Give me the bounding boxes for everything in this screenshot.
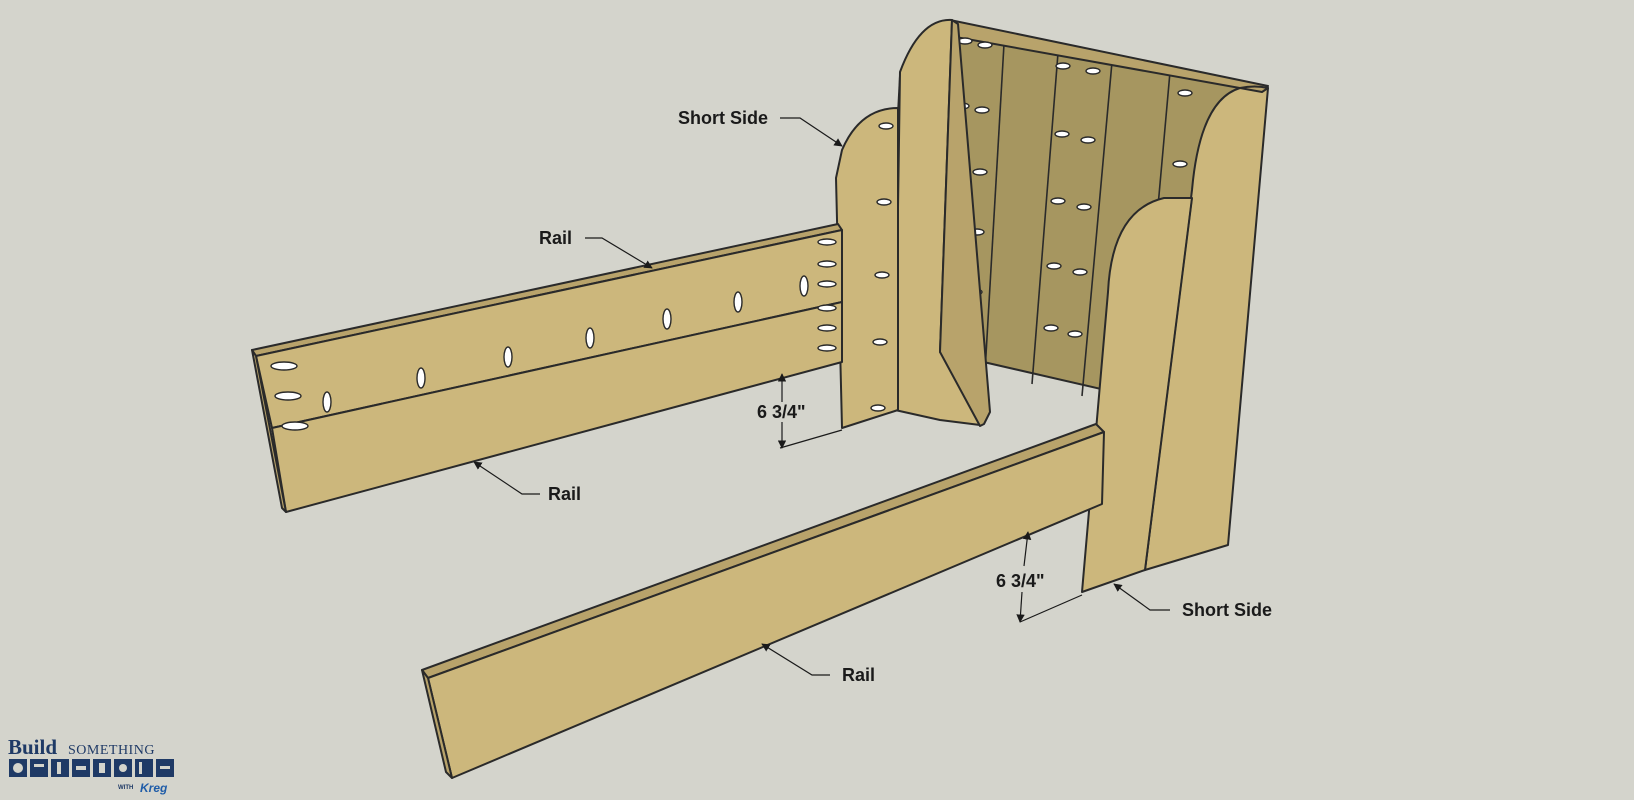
dimension-text-left: 6 3/4" <box>757 402 806 422</box>
dimension-arrow-up <box>1022 531 1032 567</box>
callout-short-side-bottom: Short Side <box>1113 583 1272 620</box>
slat-line <box>1081 61 1113 397</box>
dimension-text-right: 6 3/4" <box>996 571 1045 591</box>
left-side-pocket-holes <box>870 122 894 412</box>
dimension-extension-line <box>1019 594 1083 623</box>
front-rail-face <box>427 431 1105 779</box>
right-tall-board-top <box>1239 85 1269 93</box>
dimension-left: 6 3/4" <box>757 373 843 449</box>
callout-rail-middle: Rail <box>473 461 581 504</box>
label-short-side-top: Short Side <box>678 108 768 128</box>
board-joint-line <box>897 71 901 111</box>
logo-with-text: WITH <box>118 785 133 791</box>
logo-kreg-text: Kreg <box>140 781 168 795</box>
dimension-arrow-down <box>1016 591 1025 623</box>
left-rails <box>251 223 843 513</box>
callout-rail-front: Rail <box>761 643 875 685</box>
rail-end-edge <box>251 349 287 513</box>
build-something-logo: Build SOMETHING WITH Kreg <box>8 735 174 795</box>
logo-tool-icons <box>9 759 174 777</box>
slat-line <box>1031 52 1059 385</box>
board-joint-line <box>1144 197 1193 571</box>
right-short-side <box>1081 85 1269 593</box>
label-short-side-bottom: Short Side <box>1182 600 1272 620</box>
left-short-side <box>835 18 991 429</box>
logo-something-text: SOMETHING <box>68 743 155 758</box>
label-rail-upper: Rail <box>539 228 572 248</box>
dimension-right: 6 3/4" <box>996 531 1083 623</box>
label-rail-front: Rail <box>842 665 875 685</box>
rail-pocket-holes <box>270 238 837 431</box>
left-tall-board-edge <box>939 19 991 427</box>
callout-rail-upper: Rail <box>539 228 653 269</box>
slat-line <box>984 43 1005 373</box>
front-rail <box>421 423 1105 779</box>
front-rail-end-edge <box>421 669 453 779</box>
logo-build-text: Build <box>8 735 57 759</box>
callout-short-side-top: Short Side <box>678 108 843 147</box>
label-rail-middle: Rail <box>548 484 581 504</box>
dimension-extension-line <box>779 429 843 449</box>
left-short-board <box>835 107 899 429</box>
